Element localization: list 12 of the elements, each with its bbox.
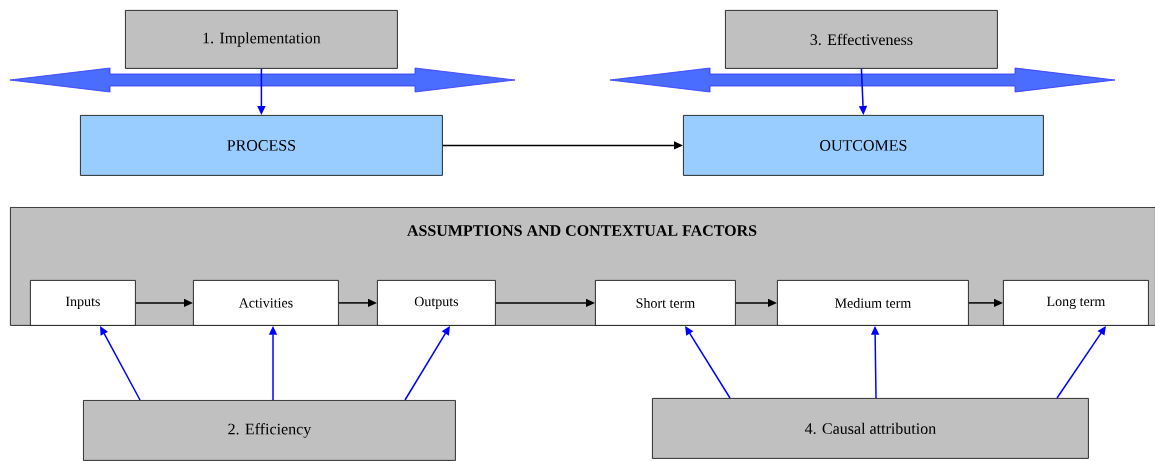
process-box: Short term (595, 280, 736, 326)
process-box: Activities (193, 280, 339, 326)
label-box: 1. Implementation (125, 10, 398, 69)
process-box: PROCESS (80, 115, 443, 176)
label-box: 3. Effectiveness (725, 10, 998, 69)
process-box: OUTCOMES (683, 115, 1044, 176)
label-box: 2. Efficiency (83, 400, 456, 461)
process-box: Outputs (377, 280, 496, 326)
process-box: Medium term (777, 280, 969, 326)
process-box: Long term (1003, 280, 1149, 326)
process-box: Inputs (30, 280, 136, 326)
label-box: 4. Causal attribution (652, 398, 1089, 459)
